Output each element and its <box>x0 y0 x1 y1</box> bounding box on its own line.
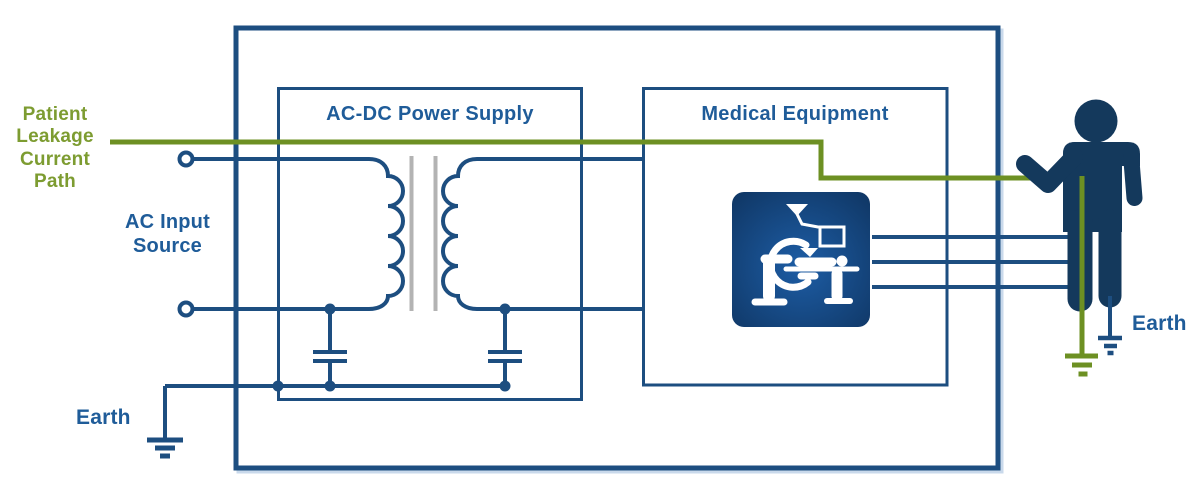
junction-dot <box>324 380 336 392</box>
outer-enclosure-box <box>233 25 1001 471</box>
ac-input-source-label: AC Input Source <box>125 211 210 257</box>
earth-ground-symbol-green <box>1065 176 1098 377</box>
exam-lamp <box>786 204 808 216</box>
junction-dot <box>324 303 336 315</box>
isolation-transformer <box>368 156 478 311</box>
xray-emitter-cone <box>800 248 818 257</box>
patient-reaching-arm <box>1016 148 1083 193</box>
power-supply-box <box>277 87 583 401</box>
ac-neutral-terminal <box>177 300 195 318</box>
earth-ground-symbol-blue <box>1098 296 1122 356</box>
ac-line-terminal <box>177 150 195 168</box>
junction-dot <box>499 303 511 315</box>
medical-equipment-box-title: Medical Equipment <box>701 103 889 125</box>
junction-dots <box>272 303 511 392</box>
transformer-secondary-coil <box>441 157 478 311</box>
junction-dot <box>272 380 284 392</box>
junction-dot <box>499 380 511 392</box>
power-supply-box-title: AC-DC Power Supply <box>326 103 534 125</box>
patient-right-arm <box>1123 147 1143 206</box>
equipment-patient-wires <box>872 235 1071 289</box>
monitor-screen <box>818 225 846 248</box>
earth-label-right: Earth <box>1132 312 1187 335</box>
earth-label-left: Earth <box>76 406 131 429</box>
monitor-arm <box>795 212 820 229</box>
transformer-core <box>409 156 438 311</box>
ac-input-terminals <box>177 150 195 318</box>
medical-imaging-icon <box>732 192 870 327</box>
earth-ground-symbol-left <box>147 437 183 459</box>
cap1-plates <box>313 350 347 363</box>
transformer-primary-coil <box>368 157 405 311</box>
cap2-plates <box>488 350 522 363</box>
patient-head <box>1074 99 1118 143</box>
patient-leakage-label: Patient Leakage Current Path <box>16 104 94 193</box>
patient-head-on-table <box>836 255 848 267</box>
leakage-path-horizontal <box>110 139 1082 181</box>
